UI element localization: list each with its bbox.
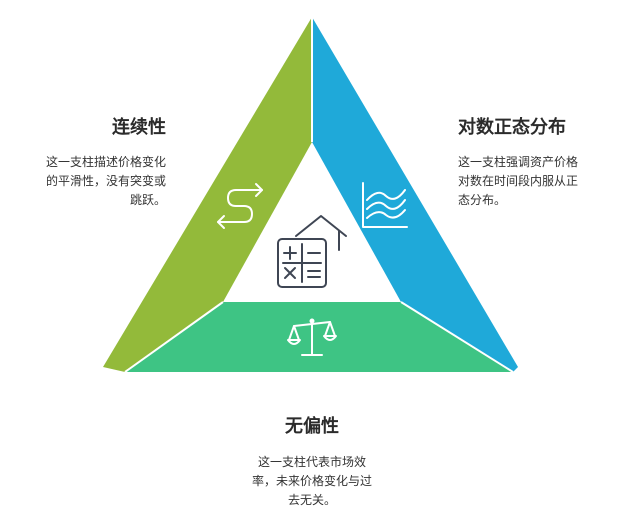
continuity-description: 这一支柱描述价格变化 的平滑性，没有突变或 跳跃。: [46, 153, 166, 210]
unbiasedness-description-line: 这一支柱代表市场效: [257, 455, 366, 469]
unbiasedness-description: 这一支柱代表市场效 率，未来价格变化与过 去无关。: [0, 453, 624, 510]
continuity-description-line: 这一支柱描述价格变化: [45, 155, 166, 169]
unbiasedness-title: 无偏性: [285, 416, 339, 437]
divider-left: [124, 301, 224, 373]
unbiasedness-description-line: 去无关。: [287, 493, 336, 507]
lognormal-description-line: 这一支柱强调资产价格: [458, 155, 579, 169]
lognormal-description-line: 对数在时间段内服从正: [458, 174, 579, 188]
calculator-house-icon: [277, 215, 347, 288]
lognormal-description: 这一支柱强调资产价格 对数在时间段内服从正 态分布。: [458, 153, 578, 210]
continuity-segment[interactable]: [103, 17, 312, 372]
continuity-description-line: 跳跃。: [129, 193, 166, 207]
lognormal-title: 对数正态分布: [458, 117, 566, 138]
lognormal-segment[interactable]: [312, 17, 518, 372]
continuity-description-line: 的平滑性，没有突变或: [45, 174, 166, 188]
unbiasedness-description-line: 率，未来价格变化与过: [251, 474, 372, 488]
lognormal-description-line: 态分布。: [458, 193, 507, 207]
continuity-title: 连续性: [112, 117, 166, 138]
divider-right: [400, 301, 514, 373]
area-chart-icon: [362, 182, 408, 228]
swap-arrows-icon: [217, 183, 263, 229]
unbiasedness-segment[interactable]: [125, 302, 513, 372]
balance-scale-icon: [287, 318, 337, 356]
